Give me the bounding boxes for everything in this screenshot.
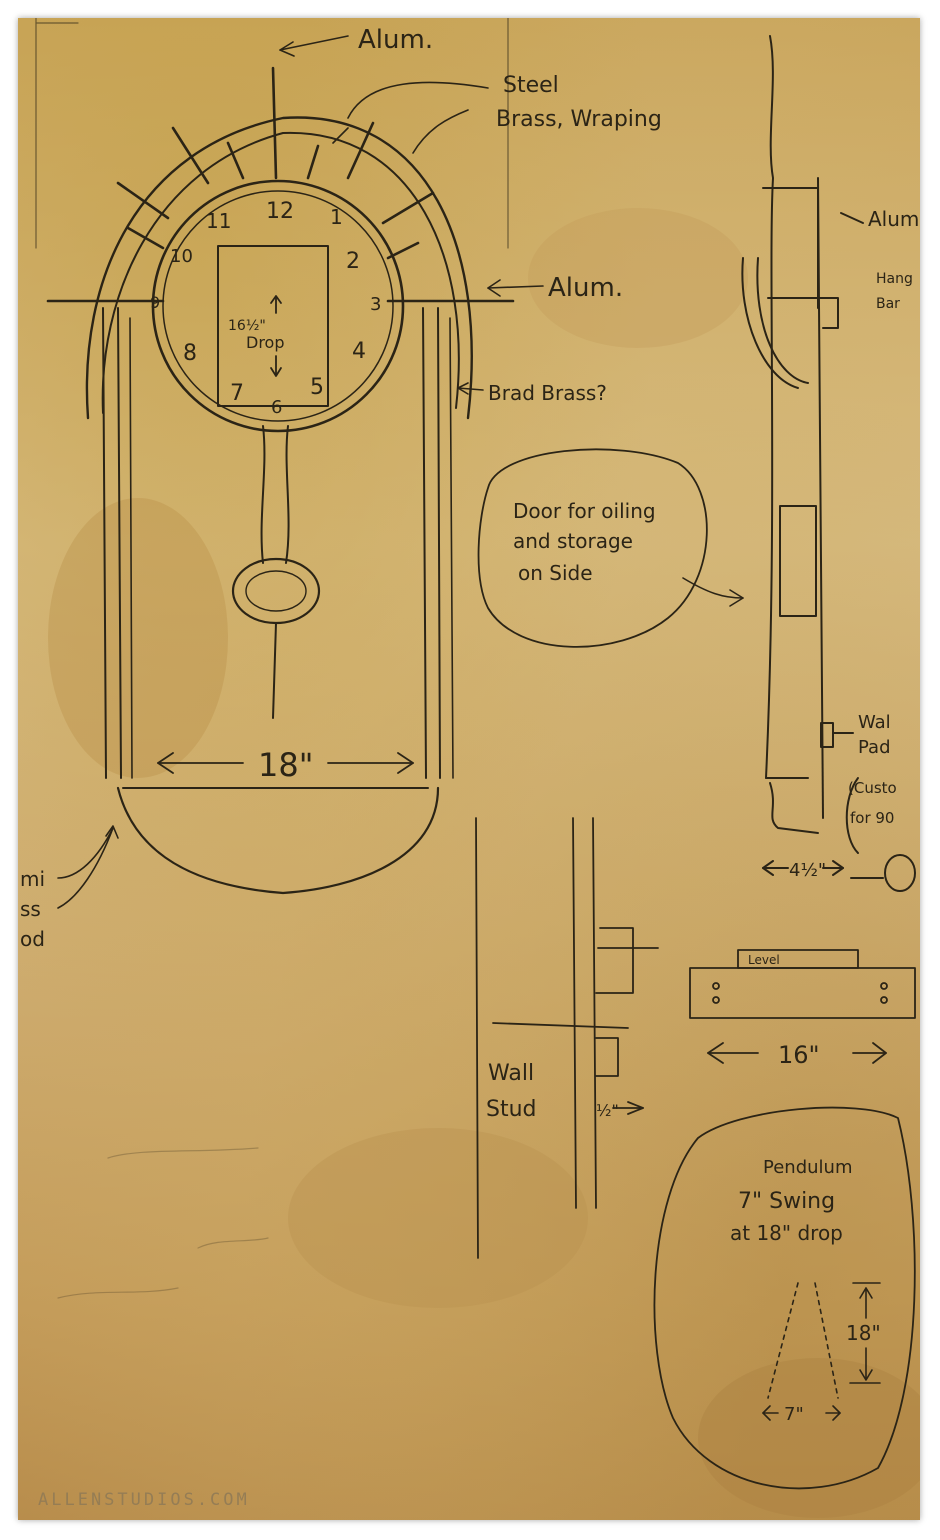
clock-sketch-drawing: 12 1 2 3 4 5 6 7 8 9 10 11 16½" Drop 18" bbox=[20, 18, 920, 1518]
label-alum-top: Alum. bbox=[358, 25, 433, 55]
pendulum-title: Pendulum bbox=[763, 1157, 852, 1178]
side-label-for-90: for 90 bbox=[850, 809, 894, 827]
clock-side-view: Alum Hang Bar Wal Pad (Custo for 90 4½" bbox=[741, 35, 919, 892]
door-note-line-2: and storage bbox=[513, 529, 633, 553]
side-label-alum: Alum bbox=[868, 207, 919, 231]
side-label-pad: Pad bbox=[858, 737, 891, 758]
pendulum-swing-detail: Pendulum 7" Swing at 18" drop 18" 7" bbox=[653, 1106, 916, 1490]
label-left-brass: ss bbox=[20, 897, 41, 921]
drop-label-measure: 16½" bbox=[228, 318, 266, 334]
wall-mount-detail: Wall Stud ½" bbox=[475, 817, 659, 1259]
door-note-line-3: on Side bbox=[518, 561, 593, 585]
label-alum-right: Alum. bbox=[548, 273, 623, 303]
paper-stains bbox=[48, 208, 920, 1518]
sketch-frame: 12 1 2 3 4 5 6 7 8 9 10 11 16½" Drop 18" bbox=[18, 18, 920, 1520]
label-half-inch: ½" bbox=[596, 1101, 619, 1120]
faint-guide-lines bbox=[35, 18, 509, 249]
aged-paper: 12 1 2 3 4 5 6 7 8 9 10 11 16½" Drop 18" bbox=[18, 18, 920, 1520]
clock-number-1: 1 bbox=[330, 205, 343, 229]
material-callouts: Alum. Steel Brass, Wraping Alum. Brad Br… bbox=[20, 25, 662, 951]
clock-number-5: 5 bbox=[310, 375, 324, 400]
label-brass-wrapping: Brass, Wraping bbox=[496, 107, 662, 132]
side-label-hang: Hang bbox=[876, 271, 913, 287]
clock-number-9: 9 bbox=[150, 293, 160, 312]
label-steel: Steel bbox=[503, 73, 559, 98]
clock-number-2: 2 bbox=[346, 249, 360, 274]
faint-ghost-marks bbox=[57, 1147, 269, 1299]
drop-label-word: Drop bbox=[246, 333, 285, 352]
label-left-wood: od bbox=[20, 927, 45, 951]
label-level: Level bbox=[748, 953, 780, 967]
clock-number-8: 8 bbox=[183, 341, 197, 366]
clock-number-3: 3 bbox=[370, 294, 381, 315]
door-note-line-1: Door for oiling bbox=[513, 499, 656, 523]
clock-number-7: 7 bbox=[230, 381, 244, 406]
level-bar-detail: Level 16" bbox=[689, 949, 916, 1069]
pendulum-width-label: 7" bbox=[784, 1404, 804, 1425]
clock-number-11: 11 bbox=[206, 209, 231, 233]
side-label-wall: Wal bbox=[858, 712, 891, 733]
label-bar-width: 16" bbox=[778, 1041, 820, 1069]
clock-number-6: 6 bbox=[271, 397, 282, 418]
door-note-bubble: Door for oiling and storage on Side bbox=[477, 448, 744, 648]
clock-number-12: 12 bbox=[266, 199, 294, 224]
label-wall: Wall bbox=[488, 1061, 534, 1086]
label-brad-brass: Brad Brass? bbox=[488, 381, 607, 405]
pendulum-swing-label: 7" Swing bbox=[738, 1189, 835, 1214]
label-stud: Stud bbox=[486, 1097, 537, 1122]
clock-number-10: 10 bbox=[170, 246, 193, 267]
label-left-alumi: mi bbox=[20, 867, 45, 891]
side-depth-label: 4½" bbox=[789, 860, 826, 881]
watermark: ALLENSTUDIOS.COM bbox=[38, 1490, 250, 1510]
clock-front-view: 12 1 2 3 4 5 6 7 8 9 10 11 16½" Drop 18" bbox=[46, 66, 515, 895]
side-label-bar: Bar bbox=[876, 296, 900, 312]
width-dimension-label: 18" bbox=[258, 746, 313, 784]
pendulum-height-label: 18" bbox=[846, 1321, 881, 1345]
pendulum-drop-label: at 18" drop bbox=[730, 1221, 843, 1245]
clock-number-4: 4 bbox=[352, 339, 366, 364]
side-label-custom: (Custo bbox=[848, 779, 897, 797]
